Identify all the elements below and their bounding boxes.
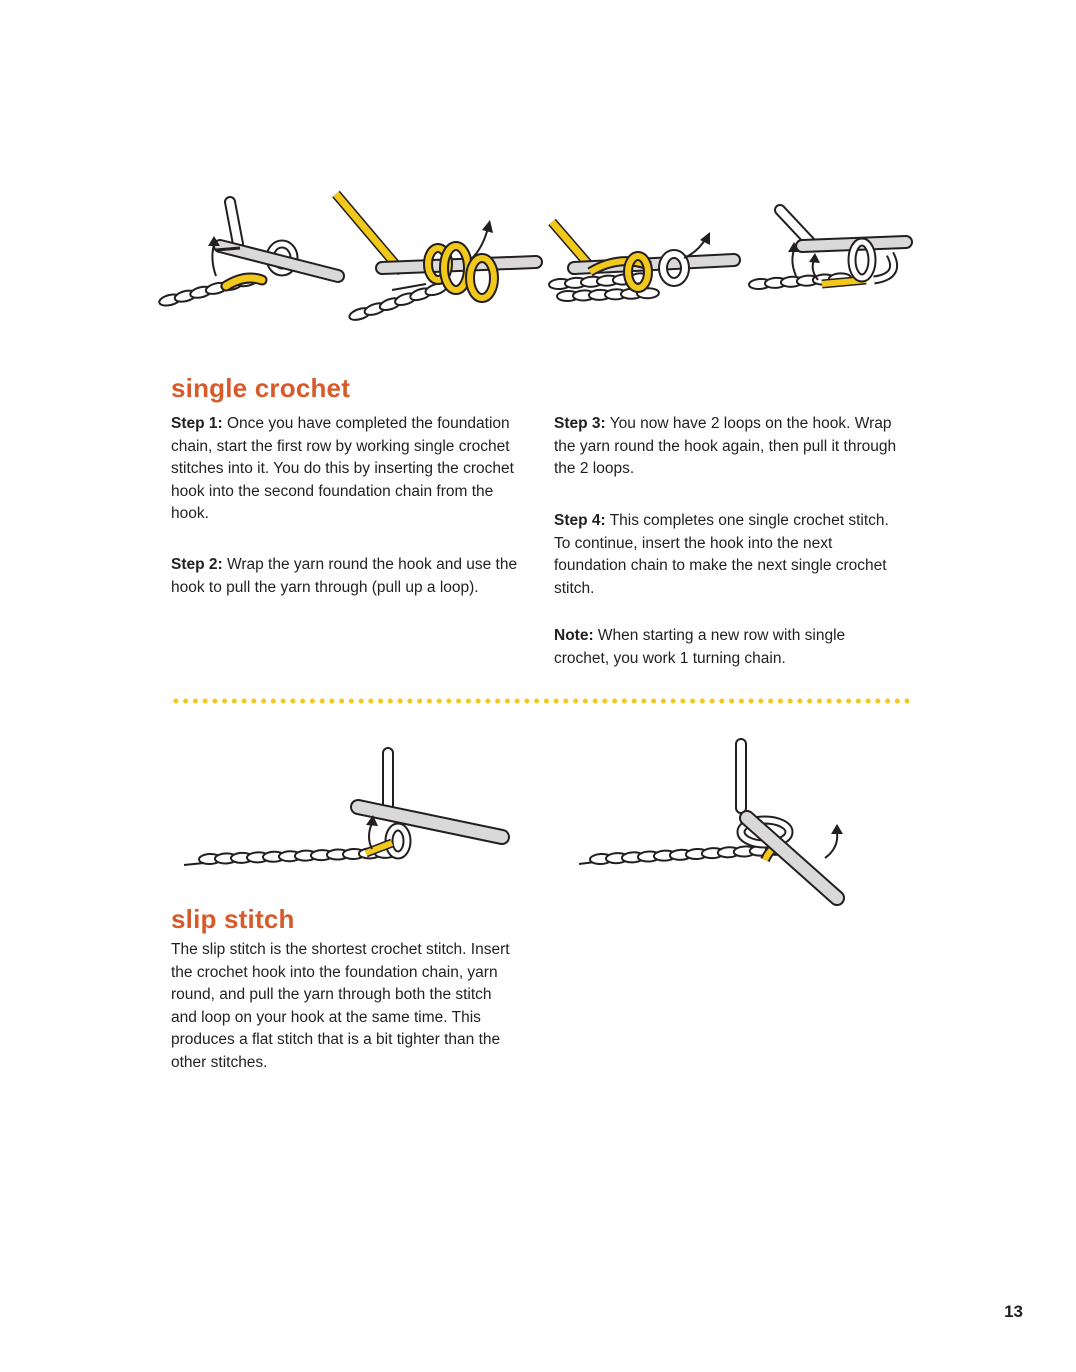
step-2-illustration: [332, 190, 543, 324]
step-text: Wrap the yarn round the hook and use the…: [171, 556, 518, 596]
step-label: Step 3:: [554, 415, 606, 432]
note-text: When starting a new row with single croc…: [554, 627, 846, 667]
step-text: Once you have completed the foundation c…: [171, 415, 514, 523]
step-label: Step 2:: [171, 556, 223, 573]
step-1-paragraph: Step 1: Once you have completed the foun…: [171, 413, 521, 526]
step-label: Step 1:: [171, 415, 223, 432]
step-text: This completes one single crochet stitch…: [554, 512, 889, 597]
slip-stitch-paragraph: The slip stitch is the shortest crochet …: [171, 941, 510, 1071]
step-4-paragraph: Step 4: This completes one single croche…: [554, 510, 894, 600]
note-label: Note:: [554, 627, 594, 644]
note-paragraph: Note: When starting a new row with singl…: [554, 625, 884, 670]
step-2-paragraph: Step 2: Wrap the yarn round the hook and…: [171, 554, 531, 599]
single-crochet-heading: single crochet: [171, 373, 351, 403]
step-4-illustration: [747, 204, 913, 291]
single-crochet-step-illustrations: [157, 190, 913, 324]
step-label: Step 4:: [554, 512, 606, 529]
slip-stitch-illustration-2: [578, 738, 845, 906]
dotted-divider: [171, 698, 909, 704]
slip-stitch-illustration-1: [183, 747, 510, 866]
step-3-paragraph: Step 3: You now have 2 loops on the hook…: [554, 413, 909, 481]
step-text: You now have 2 loops on the hook. Wrap t…: [554, 415, 897, 478]
step-1-illustration: [157, 196, 345, 309]
page-number: 13: [1004, 1302, 1023, 1321]
slip-stitch-heading: slip stitch: [171, 904, 295, 934]
step-3-illustration: [547, 218, 741, 303]
